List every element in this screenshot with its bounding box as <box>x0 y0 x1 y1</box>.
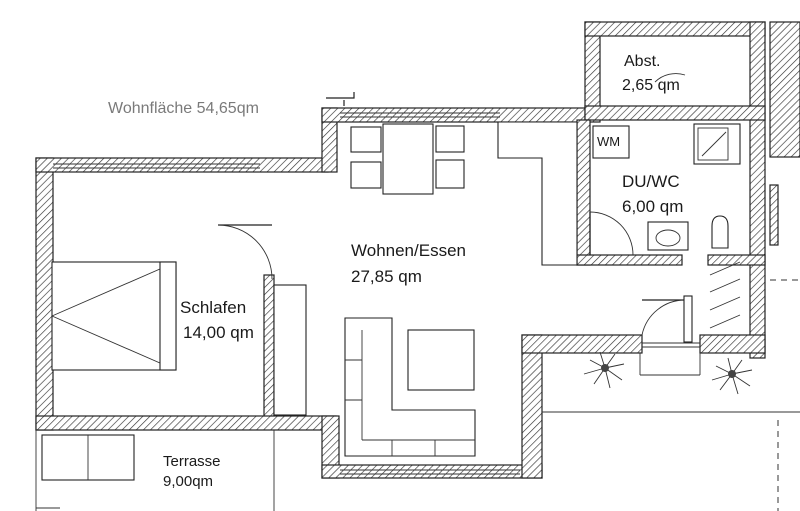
room-area-bedroom: 14,00 qm <box>183 323 254 342</box>
plant-icon <box>711 357 753 395</box>
sofa <box>344 317 476 457</box>
room-name-bath: DU/WC <box>622 172 680 191</box>
wall-hall-bottom <box>521 334 643 354</box>
wall-top-bedroom <box>35 157 329 173</box>
wall-bath-bottom-right <box>707 254 766 266</box>
room-area-bath: 6,00 qm <box>622 197 684 216</box>
windows <box>53 112 700 475</box>
wall-far-right-mid <box>769 184 779 246</box>
plan-title: Wohnfläche 54,65qm <box>108 100 259 117</box>
kitchen-counter <box>497 121 578 266</box>
room-name-bedroom: Schlafen <box>180 298 247 317</box>
washing-machine <box>592 125 630 159</box>
shower <box>693 123 741 165</box>
wall-storage-top <box>584 21 766 37</box>
outline-lines <box>35 279 800 511</box>
wall-bath-bottom <box>576 254 683 266</box>
wall-far-right-top <box>769 21 800 158</box>
wall-bottom-bedroom <box>35 415 337 431</box>
room-name-living: Wohnen/Essen <box>351 241 466 260</box>
room-name-storage: Abst. <box>624 53 661 70</box>
wall-top-kitchen <box>321 107 591 123</box>
wall-hall-bottom-right <box>699 334 766 354</box>
plant-icon <box>583 351 625 389</box>
furniture <box>41 121 753 481</box>
coffee-table <box>407 329 475 391</box>
wall-living-bottom <box>321 464 543 479</box>
wall-left <box>35 157 54 431</box>
wall-partition <box>263 274 275 426</box>
toilet <box>711 215 729 249</box>
room-area-terrace: 9,00qm <box>163 473 214 490</box>
walls <box>35 21 800 479</box>
room-area-storage: 2,65 qm <box>622 77 680 94</box>
wardrobe <box>273 284 307 416</box>
wall-living-right <box>521 334 543 479</box>
dining-table <box>382 123 434 195</box>
room-name-terrace: Terrasse <box>163 453 221 470</box>
wall-right <box>749 21 766 359</box>
wall-storage-bottom <box>584 105 766 121</box>
washing-machine-label: WM <box>597 134 621 149</box>
sink <box>647 221 689 251</box>
bed <box>51 261 177 371</box>
doors <box>217 73 693 343</box>
wall-bath-left <box>576 119 591 266</box>
room-area-living: 27,85 qm <box>351 267 422 286</box>
